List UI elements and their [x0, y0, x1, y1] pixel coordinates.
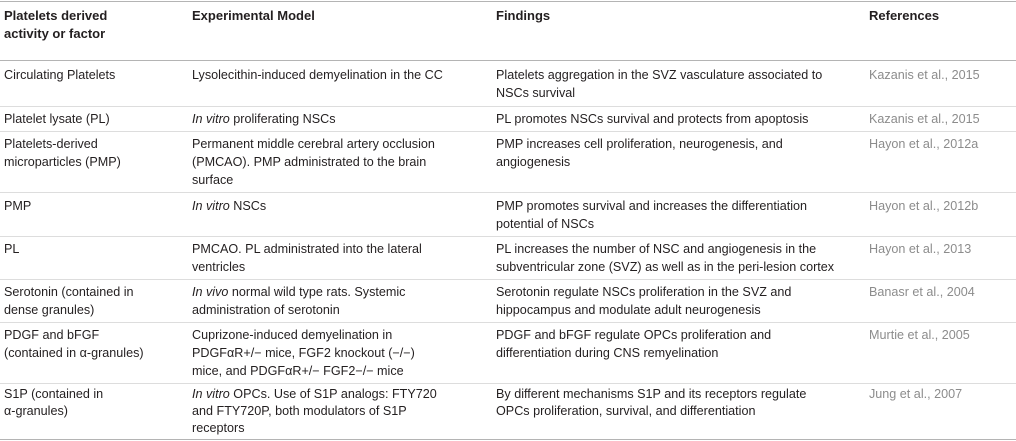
row-divider	[0, 192, 1016, 193]
header-rule	[0, 60, 1016, 61]
row-model: Lysolecithin-induced demyelination in th…	[192, 68, 443, 82]
row-model: In vitro proliferating NSCs	[192, 111, 336, 129]
row-factor: α-granules)	[4, 404, 68, 418]
row-findings: PMP increases cell proliferation, neurog…	[496, 137, 783, 151]
row-divider	[0, 279, 1016, 280]
row-model: surface	[192, 173, 234, 187]
row-divider	[0, 383, 1016, 384]
header-findings: Findings	[496, 8, 551, 23]
row-model: In vivo normal wild type rats. Systemic	[192, 284, 405, 302]
header-factor-line2: activity or factor	[4, 26, 106, 41]
model-text: normal wild type rats. Systemic	[228, 285, 406, 299]
table-top-rule	[0, 1, 1016, 2]
row-model: In vitro OPCs. Use of S1P analogs: FTY72…	[192, 386, 437, 404]
row-factor: PMP	[4, 199, 32, 213]
row-reference: Jung et al., 2007	[869, 387, 963, 401]
row-model: Cuprizone-induced demyelination in	[192, 328, 393, 342]
row-reference: Hayon et al., 2013	[869, 242, 972, 256]
model-text: NSCs	[229, 199, 267, 213]
row-model: PMCAO. PL administrated into the lateral	[192, 242, 422, 256]
row-model: In vitro NSCs	[192, 198, 266, 216]
row-findings: subventricular zone (SVZ) as well as in …	[496, 260, 835, 274]
row-findings: Platelets aggregation in the SVZ vascula…	[496, 68, 823, 82]
row-findings: OPCs proliferation, survival, and differ…	[496, 404, 756, 418]
row-findings: potential of NSCs	[496, 217, 595, 231]
row-model: (PMCAO). PMP administrated to the brain	[192, 155, 427, 169]
model-italic: In vivo	[192, 285, 229, 299]
row-factor: S1P (contained in	[4, 387, 104, 401]
row-divider	[0, 322, 1016, 323]
model-text: OPCs. Use of S1P analogs: FTY720	[229, 387, 437, 401]
row-reference: Kazanis et al., 2015	[869, 112, 980, 126]
row-model: PDGFαR+/− mice, FGF2 knockout (−/−)	[192, 346, 415, 360]
row-factor: Platelets-derived	[4, 137, 98, 151]
row-reference: Hayon et al., 2012b	[869, 199, 979, 213]
row-factor: Platelet lysate (PL)	[4, 112, 110, 126]
row-findings: PL increases the number of NSC and angio…	[496, 242, 817, 256]
row-factor: PL	[4, 242, 20, 256]
row-findings: angiogenesis	[496, 155, 571, 169]
row-findings: NSCs survival	[496, 86, 576, 100]
row-model: administration of serotonin	[192, 303, 340, 317]
row-factor: (contained in α-granules)	[4, 346, 144, 360]
header-references: References	[869, 8, 940, 23]
row-factor: Serotonin (contained in	[4, 285, 134, 299]
row-reference: Hayon et al., 2012a	[869, 137, 979, 151]
row-factor: Circulating Platelets	[4, 68, 116, 82]
row-factor: PDGF and bFGF	[4, 328, 100, 342]
row-findings: PL promotes NSCs survival and protects f…	[496, 112, 809, 126]
model-text: proliferating NSCs	[229, 112, 336, 126]
row-model: mice, and PDGFαR+/− FGF2−/− mice	[192, 364, 404, 378]
row-divider	[0, 131, 1016, 132]
row-reference: Banasr et al., 2004	[869, 285, 975, 299]
row-factor: microparticles (PMP)	[4, 155, 121, 169]
header-model: Experimental Model	[192, 8, 315, 23]
row-reference: Kazanis et al., 2015	[869, 68, 980, 82]
model-italic: In vitro	[192, 387, 230, 401]
row-findings: Serotonin regulate NSCs proliferation in…	[496, 285, 792, 299]
row-model: Permanent middle cerebral artery occlusi…	[192, 137, 435, 151]
row-findings: PDGF and bFGF regulate OPCs proliferatio…	[496, 328, 772, 342]
row-factor: dense granules)	[4, 303, 95, 317]
row-divider	[0, 106, 1016, 107]
row-reference: Murtie et al., 2005	[869, 328, 970, 342]
row-findings: By different mechanisms S1P and its rece…	[496, 387, 807, 401]
row-findings: PMP promotes survival and increases the …	[496, 199, 808, 213]
row-divider	[0, 236, 1016, 237]
row-findings: hippocampus and modulate adult neurogene…	[496, 303, 761, 317]
row-model: receptors	[192, 421, 245, 435]
table-bottom-rule	[0, 439, 1016, 440]
row-model: ventricles	[192, 260, 246, 274]
model-italic: In vitro	[192, 199, 230, 213]
row-findings: differentiation during CNS remyelination	[496, 346, 719, 360]
model-italic: In vitro	[192, 112, 230, 126]
row-model: and FTY720P, both modulators of S1P	[192, 404, 407, 418]
header-factor-line1: Platelets derived	[4, 8, 108, 23]
